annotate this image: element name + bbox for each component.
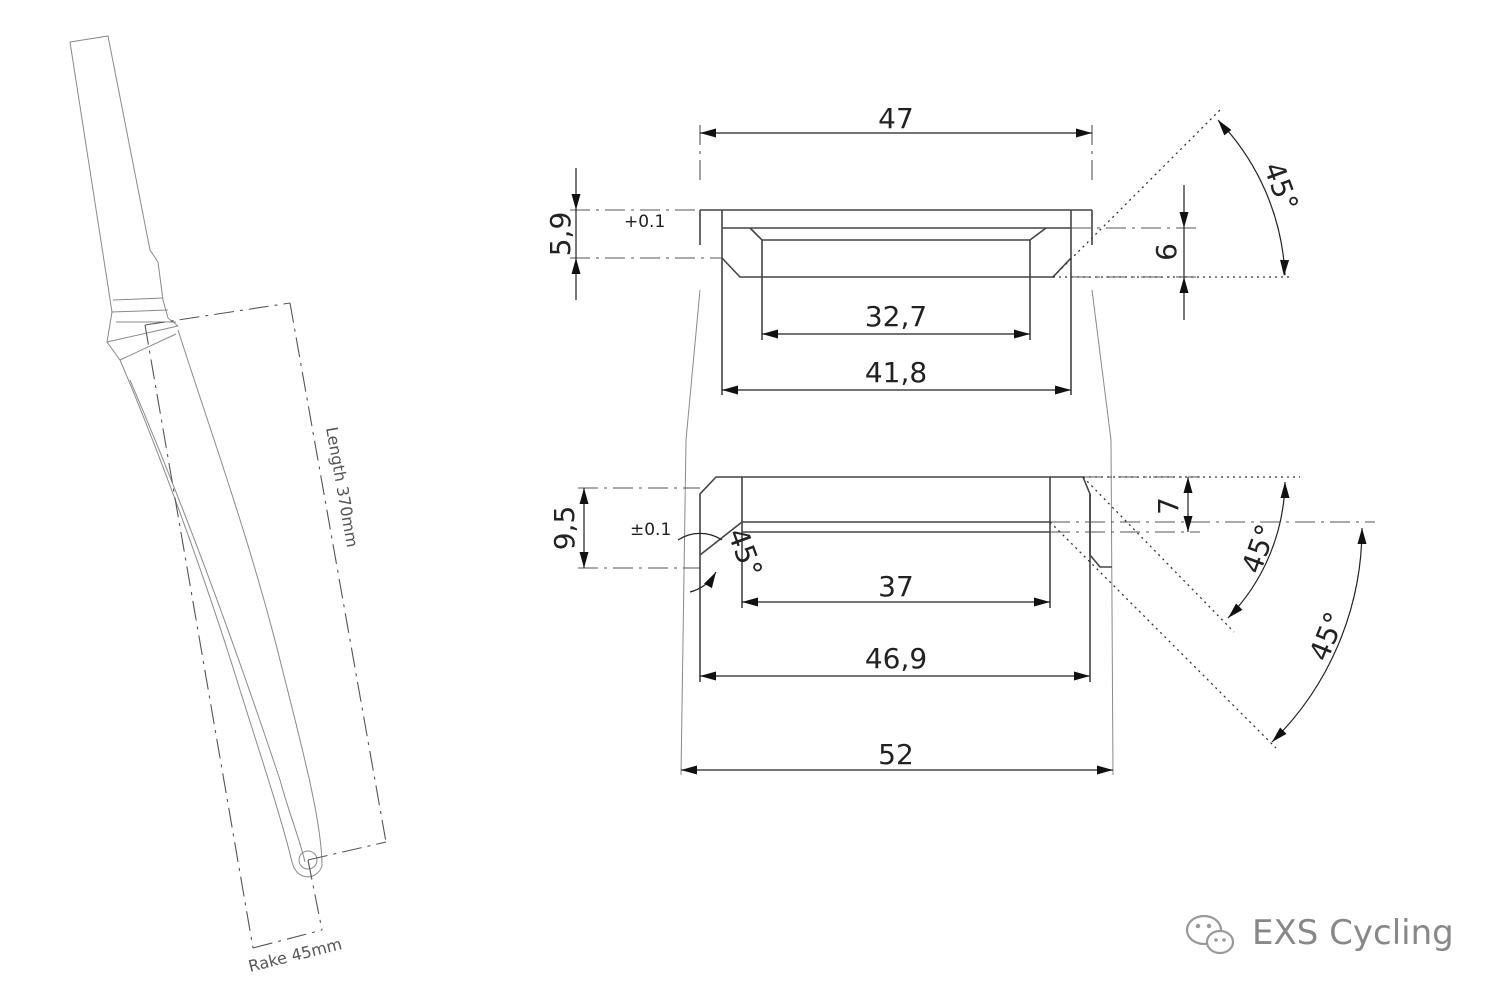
bottom-cup-height-tolerance: ±0.1: [630, 520, 671, 540]
bottom-cup-height: 9,5: [548, 506, 581, 551]
top-cup-height: 5,9: [544, 212, 577, 257]
bottom-cup-chamfer-angle: 45°: [1235, 520, 1283, 578]
top-cup-chamfer-depth: 6: [1150, 243, 1183, 261]
top-cup-drawing: 47 32,7 41,8 5,9 +0.1 6 45°: [544, 102, 1305, 776]
bottom-cup-drawing: 9,5 ±0.1 45° 37 46,9 52 7 45°: [548, 476, 1375, 775]
bottom-cup-mid-width: 46,9: [865, 642, 927, 675]
watermark: EXS Cycling: [1185, 913, 1454, 955]
top-cup-outline: [700, 209, 1092, 395]
top-cup-chamfer-angle: 45°: [1257, 158, 1305, 216]
bottom-cup-chamfer-depth: 7: [1152, 497, 1185, 515]
fork-dropout: [298, 850, 318, 870]
bottom-cup-outer-angle-arc: [1271, 527, 1363, 743]
top-cup-inner-width-small: 32,7: [865, 300, 927, 333]
fork-crown: [106, 311, 121, 361]
wechat-icon: [1185, 914, 1235, 955]
top-cup-inner-width-large: 41,8: [865, 356, 927, 389]
fork-steerer: [69, 35, 179, 327]
fork-steering-axis: [144, 324, 254, 949]
bottom-cup-outer-width: 52: [878, 738, 914, 771]
brand-name: EXS Cycling: [1252, 913, 1454, 953]
fork-blade: [119, 329, 323, 878]
bottom-cup-outer-angle: 45°: [1303, 607, 1352, 665]
bottom-cup-chamfer-angle-arc: [1227, 481, 1286, 619]
bottom-cup-inner-width: 37: [878, 570, 914, 603]
fork-length-dim: [289, 302, 387, 843]
top-cup-angle-arc: [1217, 119, 1286, 276]
fork-length-label: Length 370mm: [322, 425, 362, 548]
top-cup-height-tolerance: +0.1: [624, 212, 665, 232]
fork-rake-label: Rake 45mm: [246, 934, 343, 976]
bottom-cup-left-angle-arc: [677, 532, 723, 541]
top-cup-outer-width: 47: [878, 102, 914, 135]
fork-drawing: Length 370mm Rake 45mm: [69, 35, 387, 976]
